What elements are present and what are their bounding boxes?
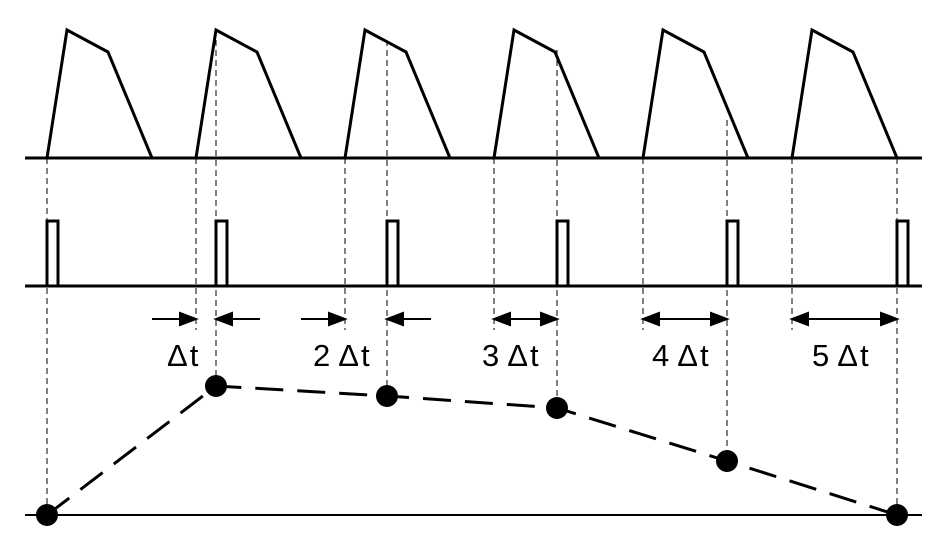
reconstructed-waveform	[25, 375, 922, 526]
signal-pulse-4	[492, 27, 601, 159]
delay-label-2-coef: 2	[313, 338, 332, 373]
delay-arrow-2	[301, 311, 431, 327]
delay-label-5-var: t	[860, 338, 871, 373]
delay-label-3-coef: 3	[482, 338, 501, 373]
delay-arrow-5	[789, 311, 900, 327]
sample-point-4	[546, 397, 568, 419]
projection-lines	[46, 30, 898, 515]
delay-label-4-symbol: Δ	[677, 338, 700, 373]
strobe-pulse-6	[895, 219, 910, 288]
delay-label-1-symbol: Δ	[167, 338, 190, 373]
sample-point-6	[886, 504, 908, 526]
delay-arrow-3	[491, 311, 560, 327]
delay-label-3-symbol: Δ	[507, 338, 530, 373]
reconstructed-curve	[46, 384, 898, 517]
signal-waveform	[25, 27, 922, 160]
delay-arrows	[152, 311, 900, 327]
delay-label-2-symbol: Δ	[338, 338, 361, 373]
signal-pulse-5	[641, 27, 750, 159]
strobe-pulse-1	[45, 219, 60, 288]
sample-point-3	[376, 385, 398, 407]
delay-arrow-1	[152, 311, 260, 327]
strobe-pulse-5	[725, 219, 740, 288]
signal-pulse-3	[343, 27, 452, 159]
delay-label-5-coef: 5	[812, 338, 831, 373]
signal-pulse-1	[45, 27, 154, 159]
sample-point-1	[36, 504, 58, 526]
delay-label-1-var: t	[190, 338, 201, 373]
sample-point-2	[205, 375, 227, 397]
strobe-pulse-3	[385, 219, 400, 288]
sample-point-5	[716, 450, 738, 472]
signal-pulse-2	[194, 27, 303, 159]
delay-label-5-symbol: Δ	[837, 338, 860, 373]
delay-arrow-4	[640, 311, 730, 327]
sample-points	[36, 375, 908, 526]
strobe-pulse-4	[555, 219, 570, 288]
delay-label-2-var: t	[361, 338, 372, 373]
strobe-train	[25, 219, 922, 288]
delay-label-4-var: t	[700, 338, 711, 373]
delay-label-3-var: t	[530, 338, 541, 373]
delay-label-1: Δt	[167, 338, 200, 373]
delay-label-4-coef: 4	[652, 338, 671, 373]
strobe-pulse-2	[214, 219, 229, 288]
signal-pulse-6	[790, 27, 899, 159]
